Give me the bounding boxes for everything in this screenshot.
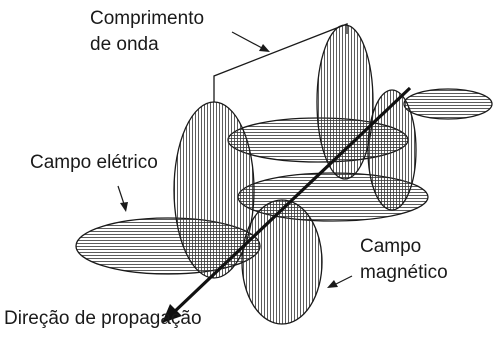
magnetic-field-label-line2: magnético — [360, 262, 448, 283]
wavelength-label-line2: de onda — [90, 34, 159, 55]
magnetic-lobe-back — [403, 88, 493, 120]
electric-lobe-back-down — [367, 89, 417, 211]
wavelength-label-line1: Comprimento — [90, 8, 205, 29]
propagation-direction-label: Direção de propagação — [4, 308, 202, 329]
electric-field-lobes — [173, 24, 417, 325]
magnetic-field-label-line1: Campo — [360, 236, 422, 257]
magnetic-field-arrow — [327, 275, 353, 288]
wavelength-bracket — [213, 23, 348, 102]
wavelength-arrow — [231, 31, 270, 52]
electric-field-label: Campo elétrico — [30, 152, 158, 173]
electric-lobe-back-up — [316, 24, 374, 180]
label-arrows — [117, 31, 353, 288]
propagation-arrowhead — [162, 304, 182, 323]
electric-lobe-front-down — [241, 199, 323, 325]
electric-field-arrow — [117, 185, 128, 212]
propagation-axis — [162, 86, 412, 323]
